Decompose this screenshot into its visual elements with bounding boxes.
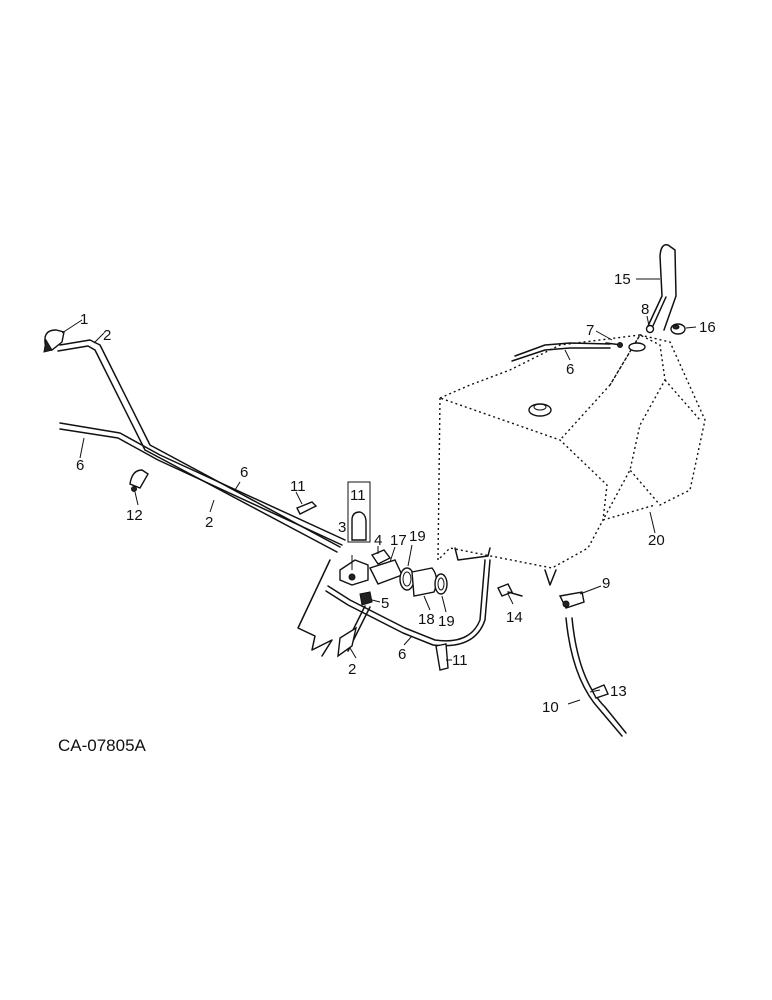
fuel-line-6 [59,422,346,541]
drain-line [565,617,623,737]
fuel-tank [437,334,706,586]
callout-9: 9 [602,575,610,592]
callout-8: 8 [641,301,649,318]
break-line [297,559,333,657]
callout-4: 4 [374,532,382,549]
leader-lines [61,278,697,705]
return-line [514,342,611,357]
callout-20: 20 [648,532,665,549]
vent-cap [670,323,686,335]
fuel-line-2 [59,339,341,548]
callout-labels: 1 2 6 6 12 2 11 11 3 4 17 19 5 18 19 6 2… [76,271,716,716]
callout-11-lower: 11 [452,652,468,669]
callout-2-mid: 2 [205,514,213,531]
clamp-11 [296,501,318,515]
callout-15: 15 [614,271,631,288]
callout-19-bottom: 19 [438,613,455,630]
callout-18: 18 [418,611,435,628]
callout-7: 7 [586,322,594,339]
boxed-clamp [347,481,371,543]
fuel-line-lower [327,559,486,642]
elbow-fitting [43,329,65,353]
callout-5: 5 [381,595,389,612]
clip-14 [497,583,523,597]
callout-13: 13 [610,683,627,700]
callout-1: 1 [80,311,88,328]
callout-16: 16 [699,319,716,336]
tee-fitting [558,591,585,609]
vent-fitting [645,324,655,334]
callout-2-lower: 2 [348,661,356,678]
callout-6-lower: 6 [398,646,406,663]
callout-11-box: 11 [350,487,366,504]
callout-2-top: 2 [103,327,111,344]
filter-assembly [339,549,448,606]
clamp-11-lower [435,643,449,671]
callout-14: 14 [506,609,523,626]
callout-10: 10 [542,699,559,716]
callout-19-top: 19 [409,528,426,545]
line-clip [129,469,149,492]
callout-11-top: 11 [290,478,306,495]
callout-12: 12 [126,507,143,524]
callout-3: 3 [338,519,346,536]
callout-6-left: 6 [76,457,84,474]
vent-tube [647,243,677,331]
clip-13 [591,684,609,699]
callout-6-tank: 6 [566,361,574,378]
callout-6-mid: 6 [240,464,248,481]
callout-17: 17 [390,532,407,549]
drawing-code: CA-07805A [58,736,147,755]
